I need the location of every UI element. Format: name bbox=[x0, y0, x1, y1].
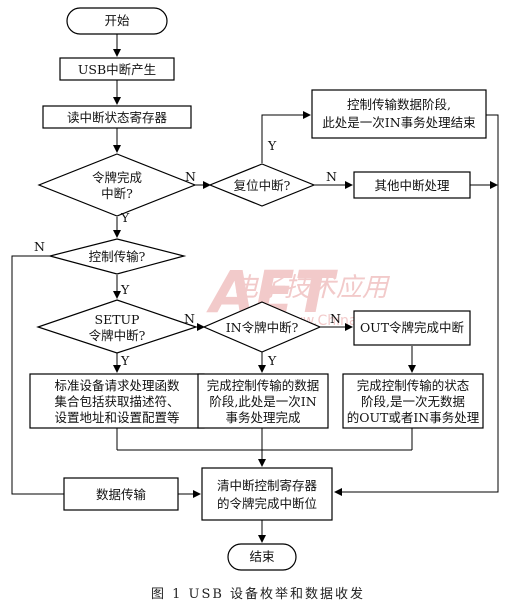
setup-diamond bbox=[36, 299, 198, 354]
reset-label: 复位中断? bbox=[234, 178, 291, 193]
ctrl-data-phase-label-2: 此处是一次IN事务处理结束 bbox=[322, 115, 476, 130]
token-no-label: N bbox=[185, 169, 196, 184]
clear-bit-box bbox=[201, 467, 333, 521]
std-request-label-3: 设置地址和设置配置等 bbox=[54, 410, 179, 425]
other-interrupt-box bbox=[353, 171, 471, 199]
end-terminal bbox=[227, 543, 297, 571]
ctrl-transfer-no-label: N bbox=[34, 239, 45, 254]
in-yes-label: Y bbox=[267, 353, 277, 368]
shapes bbox=[29, 7, 487, 571]
read-status-label: 读中断状态寄存器 bbox=[67, 110, 168, 125]
ctrl-data-in-box bbox=[197, 373, 329, 429]
start-label: 开始 bbox=[104, 13, 130, 28]
reset-no-label: N bbox=[326, 169, 337, 184]
ctrl-data-in-label-3: 事务处理完成 bbox=[225, 410, 300, 425]
usb-interrupt-box bbox=[59, 57, 175, 81]
ctrl-status-label-1: 完成控制传输的状态 bbox=[357, 378, 470, 393]
read-status-box bbox=[42, 105, 192, 129]
other-interrupt-label: 其他中断处理 bbox=[374, 178, 450, 193]
out-token-label: OUT令牌完成中断 bbox=[360, 320, 464, 335]
out-token-box bbox=[353, 310, 471, 346]
in-token-diamond bbox=[202, 301, 322, 353]
node-texts: 开始 USB中断产生 读中断状态寄存器 令牌完成 中断? 复位中断? 控制传输数… bbox=[54, 13, 479, 564]
clear-bit-label-1: 清中断控制寄存器 bbox=[217, 478, 318, 493]
data-transfer-label: 数据传输 bbox=[96, 487, 147, 502]
token-done-diamond bbox=[37, 153, 197, 217]
branch-labels: N Y Y N N Y N Y N Y bbox=[34, 138, 341, 368]
ctrl-transfer-yes-label: Y bbox=[120, 282, 130, 297]
watermark-cn-text: 电子技术应用 bbox=[232, 273, 391, 303]
data-transfer-box bbox=[63, 477, 179, 511]
ctrl-data-phase-label-1: 控制传输数据阶段, bbox=[347, 97, 451, 112]
in-no-label: N bbox=[330, 311, 341, 326]
in-token-label: IN令牌中断? bbox=[226, 320, 299, 335]
std-request-label-1: 标准设备请求处理函数 bbox=[54, 378, 180, 393]
setup-label-2: 令牌中断? bbox=[89, 328, 146, 343]
ctrl-transfer-label: 控制传输? bbox=[89, 249, 146, 264]
reset-yes-label: Y bbox=[267, 138, 277, 153]
clear-bit-label-2: 的令牌完成中断位 bbox=[217, 496, 317, 511]
ctrl-status-label-3: 的OUT或者IN事务处理 bbox=[347, 410, 480, 425]
ctrl-status-box bbox=[342, 373, 484, 429]
ctrl-transfer-diamond bbox=[47, 238, 187, 275]
std-request-label-2: 集合包括获取描述符、 bbox=[54, 394, 179, 409]
ctrl-data-in-label-1: 完成控制传输的数据 bbox=[207, 378, 320, 393]
usb-interrupt-label: USB中断产生 bbox=[78, 62, 156, 77]
token-done-label-1: 令牌完成 bbox=[92, 170, 142, 185]
watermark: AET 电子技术应用 www.ChinaAET.com bbox=[206, 258, 417, 329]
std-request-box bbox=[29, 373, 205, 429]
token-yes-label: Y bbox=[120, 210, 130, 225]
reset-diamond bbox=[208, 163, 316, 207]
token-done-label-2: 中断? bbox=[101, 186, 133, 201]
setup-yes-label: Y bbox=[120, 353, 130, 368]
figure-caption: 图 1 USB 设备枚举和数据收发 bbox=[151, 586, 365, 602]
start-terminal bbox=[66, 7, 168, 35]
connectors bbox=[11, 34, 499, 543]
ctrl-data-phase-box bbox=[311, 89, 487, 139]
ctrl-data-in-label-2: 阶段,此处是一次IN bbox=[209, 394, 316, 409]
ctrl-status-label-2: 阶段,是一次无数据 bbox=[361, 394, 465, 409]
setup-no-label: N bbox=[184, 311, 195, 326]
end-label: 结束 bbox=[249, 549, 275, 564]
setup-label-1: SETUP bbox=[95, 312, 140, 327]
